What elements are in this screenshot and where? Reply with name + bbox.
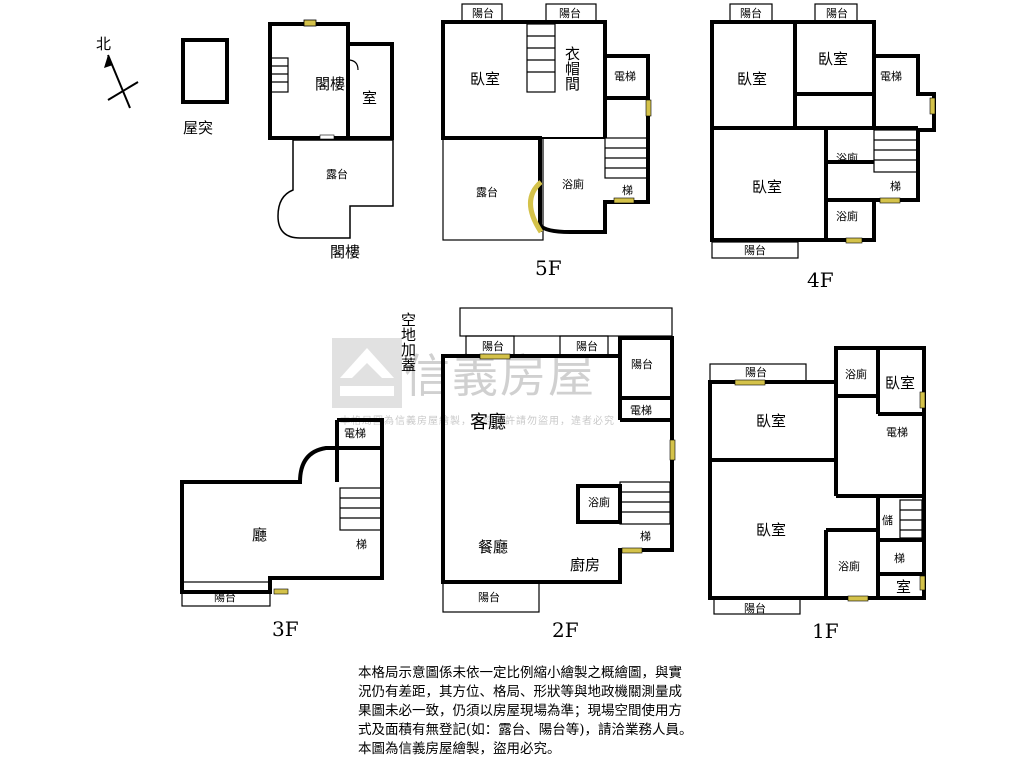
f4-elevator: 電梯 xyxy=(880,70,902,83)
f4-balcony-1: 陽台 xyxy=(740,6,762,20)
disclaimer-line: 本圖為信義房屋繪製，盜用必究。 xyxy=(358,741,561,757)
f1-storage: 儲 xyxy=(882,514,893,527)
f5-balcony-2: 陽台 xyxy=(559,6,581,20)
f2-kitchen: 廚房 xyxy=(570,556,600,574)
floor-5: 陽台 陽台 臥室 衣帽間 電梯 露台 浴廁 梯 5F xyxy=(441,3,650,280)
floor-1: 陽台 浴廁 臥室 臥室 電梯 臥室 儲 梯 浴廁 室 陽台 1F xyxy=(708,346,926,643)
disclaimer-line: 式及面積有無登記(如：露台、陽台等)，請洽業務人員。 xyxy=(358,722,693,738)
floor-3: 電梯 廳 梯 陽台 3F xyxy=(180,418,384,641)
f2-stairs: 梯 xyxy=(640,530,651,543)
f2-elevator: 電梯 xyxy=(630,404,652,417)
f1-bath-b: 浴廁 xyxy=(838,559,860,573)
f4-bath-b: 浴廁 xyxy=(836,209,858,223)
north-arrow: 北 xyxy=(96,35,139,109)
attic-small-room-label: 室 xyxy=(362,89,377,107)
f2-floor-label: 2F xyxy=(552,618,579,642)
north-label: 北 xyxy=(96,35,111,53)
f5-terrace: 露台 xyxy=(476,185,498,199)
f4-bedroom-a: 臥室 xyxy=(737,70,767,88)
f1-bedroom-a: 臥室 xyxy=(756,412,786,430)
f4-balcony-3: 陽台 xyxy=(744,243,766,257)
disclaimer-line: 果圖未必一致，仍須以房屋現場為準；現場空間使用方 xyxy=(358,703,682,719)
f5-bedroom: 臥室 xyxy=(470,70,500,88)
f5-floor-label: 5F xyxy=(535,256,562,280)
f3-balcony: 陽台 xyxy=(214,590,236,604)
f1-stairs: 梯 xyxy=(894,552,905,565)
attic-terrace-label: 露台 xyxy=(326,167,348,181)
f2-balcony-4: 陽台 xyxy=(478,590,500,604)
f4-bath-a: 浴廁 xyxy=(836,151,858,165)
f5-closet: 衣帽間 xyxy=(563,46,581,92)
f3-elevator: 電梯 xyxy=(344,427,366,440)
disclaimer-note: 本格局示意圖係未依一定比例縮小繪製之概繪圖，與實 況仍有差距，其方位、格局、形狀… xyxy=(358,664,758,759)
f4-balcony-2: 陽台 xyxy=(826,6,848,20)
f1-balcony-2: 陽台 xyxy=(744,601,766,615)
f4-floor-label: 4F xyxy=(807,268,834,292)
f2-vacant-note: 空地加蓋 xyxy=(399,312,417,372)
watermark-notice: 本格局圖為信義房屋繪製，未經允許請勿盜用，違者必究 xyxy=(340,416,615,427)
window-markers xyxy=(273,97,936,602)
f4-stairs: 梯 xyxy=(890,180,901,193)
attic-floor: 閣樓 室 露台 閣樓 xyxy=(268,19,394,261)
f2-living: 客廳 xyxy=(470,412,506,433)
f1-balcony-1: 陽台 xyxy=(745,365,767,379)
f3-hall: 廳 xyxy=(252,526,267,544)
f1-floor-label: 1F xyxy=(812,619,839,643)
attic-floor-label: 閣樓 xyxy=(330,243,360,261)
f1-bath-a: 浴廁 xyxy=(845,367,867,381)
f1-bedroom-c: 臥室 xyxy=(885,374,915,392)
f2-dining: 餐廳 xyxy=(478,538,508,556)
f3-stairs: 梯 xyxy=(356,538,367,551)
disclaimer-line: 本格局示意圖係未依一定比例縮小繪製之概繪圖，與實 xyxy=(358,665,682,681)
f5-elevator: 電梯 xyxy=(614,70,636,83)
f1-elevator: 電梯 xyxy=(886,426,908,439)
f5-bath: 浴廁 xyxy=(562,177,584,191)
f2-balcony-2: 陽台 xyxy=(576,339,598,353)
disclaimer-line: 況仍有差距，其方位、格局、形狀等與地政機關測量成 xyxy=(358,684,682,700)
f2-bath: 浴廁 xyxy=(588,495,610,509)
f5-stairs: 梯 xyxy=(622,184,633,197)
f1-bedroom-b: 臥室 xyxy=(756,521,786,539)
f4-bedroom-c: 臥室 xyxy=(752,178,782,196)
chimney-outline xyxy=(181,38,229,104)
f2-balcony-1: 陽台 xyxy=(482,339,504,353)
f2-balcony-3: 陽台 xyxy=(631,357,653,371)
f3-floor-label: 3F xyxy=(272,617,299,641)
attic-room-label: 閣樓 xyxy=(315,75,345,93)
floor-4: 陽台 陽台 陽台 臥室 臥室 電梯 臥室 浴廁 浴廁 梯 4F xyxy=(710,3,936,292)
f5-balcony-1: 陽台 xyxy=(472,6,494,20)
chimney-label: 屋突 xyxy=(183,119,213,137)
f1-room: 室 xyxy=(896,578,911,596)
f4-bedroom-b: 臥室 xyxy=(818,50,848,68)
watermark-logo xyxy=(332,338,692,408)
floor-2: 空地加蓋 陽台 陽台 陽台 電梯 客廳 餐廳 廚房 浴廁 梯 陽台 2F xyxy=(399,307,674,642)
